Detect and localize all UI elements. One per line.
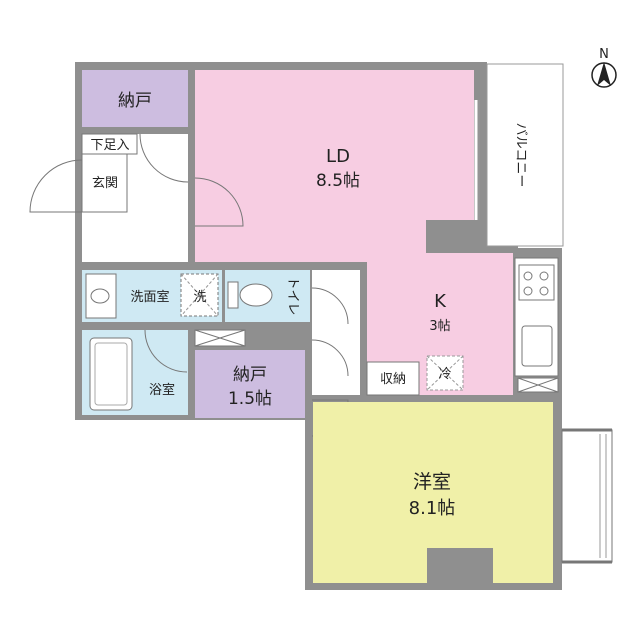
balcony xyxy=(486,63,564,247)
closet-label: 収納 xyxy=(380,372,406,387)
ld-door xyxy=(194,177,244,227)
toilet-label: トイレ xyxy=(285,276,300,315)
room-western xyxy=(313,402,553,583)
ld-label: LD xyxy=(326,146,350,167)
sink-icon xyxy=(90,288,110,304)
hallway xyxy=(312,270,360,395)
balcony-label: バルコニー xyxy=(513,123,528,188)
room-storage-mid xyxy=(195,350,305,418)
toilet-door xyxy=(311,287,349,325)
entrance-label: 玄関 xyxy=(92,176,118,191)
hall-door xyxy=(139,133,189,183)
western-size: 8.1帖 xyxy=(409,498,456,519)
north-compass-icon: N xyxy=(591,47,617,88)
kitchen-sink-icon xyxy=(521,325,553,367)
storage-door xyxy=(311,339,349,377)
room-closet xyxy=(366,361,420,396)
bathtub xyxy=(89,337,133,411)
washroom-label: 洗面室 xyxy=(130,289,169,305)
toilet-tank xyxy=(227,281,239,309)
bath-door xyxy=(144,329,188,373)
ld-size: 8.5帖 xyxy=(316,171,360,191)
washer-label: 洗 xyxy=(193,290,206,305)
entrance-door xyxy=(29,159,83,213)
fridge-label: 冷 xyxy=(438,367,451,382)
storage-top-label: 納戸 xyxy=(118,91,152,111)
room-storage-top xyxy=(82,70,188,127)
shoe-label: 下足入 xyxy=(90,138,129,153)
kitchen-size: 3帖 xyxy=(429,319,450,334)
storage-mid-label: 納戸 xyxy=(233,365,267,385)
kitchen-label: K xyxy=(434,291,447,312)
bay-window xyxy=(561,429,613,563)
compass-label: N xyxy=(599,47,609,62)
stove-icon xyxy=(518,264,555,301)
toilet-icon xyxy=(239,283,273,307)
storage-mid-size: 1.5帖 xyxy=(228,389,272,409)
entrance-box xyxy=(81,153,128,213)
western-label: 洋室 xyxy=(413,471,451,493)
bath-label: 浴室 xyxy=(149,382,175,398)
room-ld xyxy=(195,70,474,262)
